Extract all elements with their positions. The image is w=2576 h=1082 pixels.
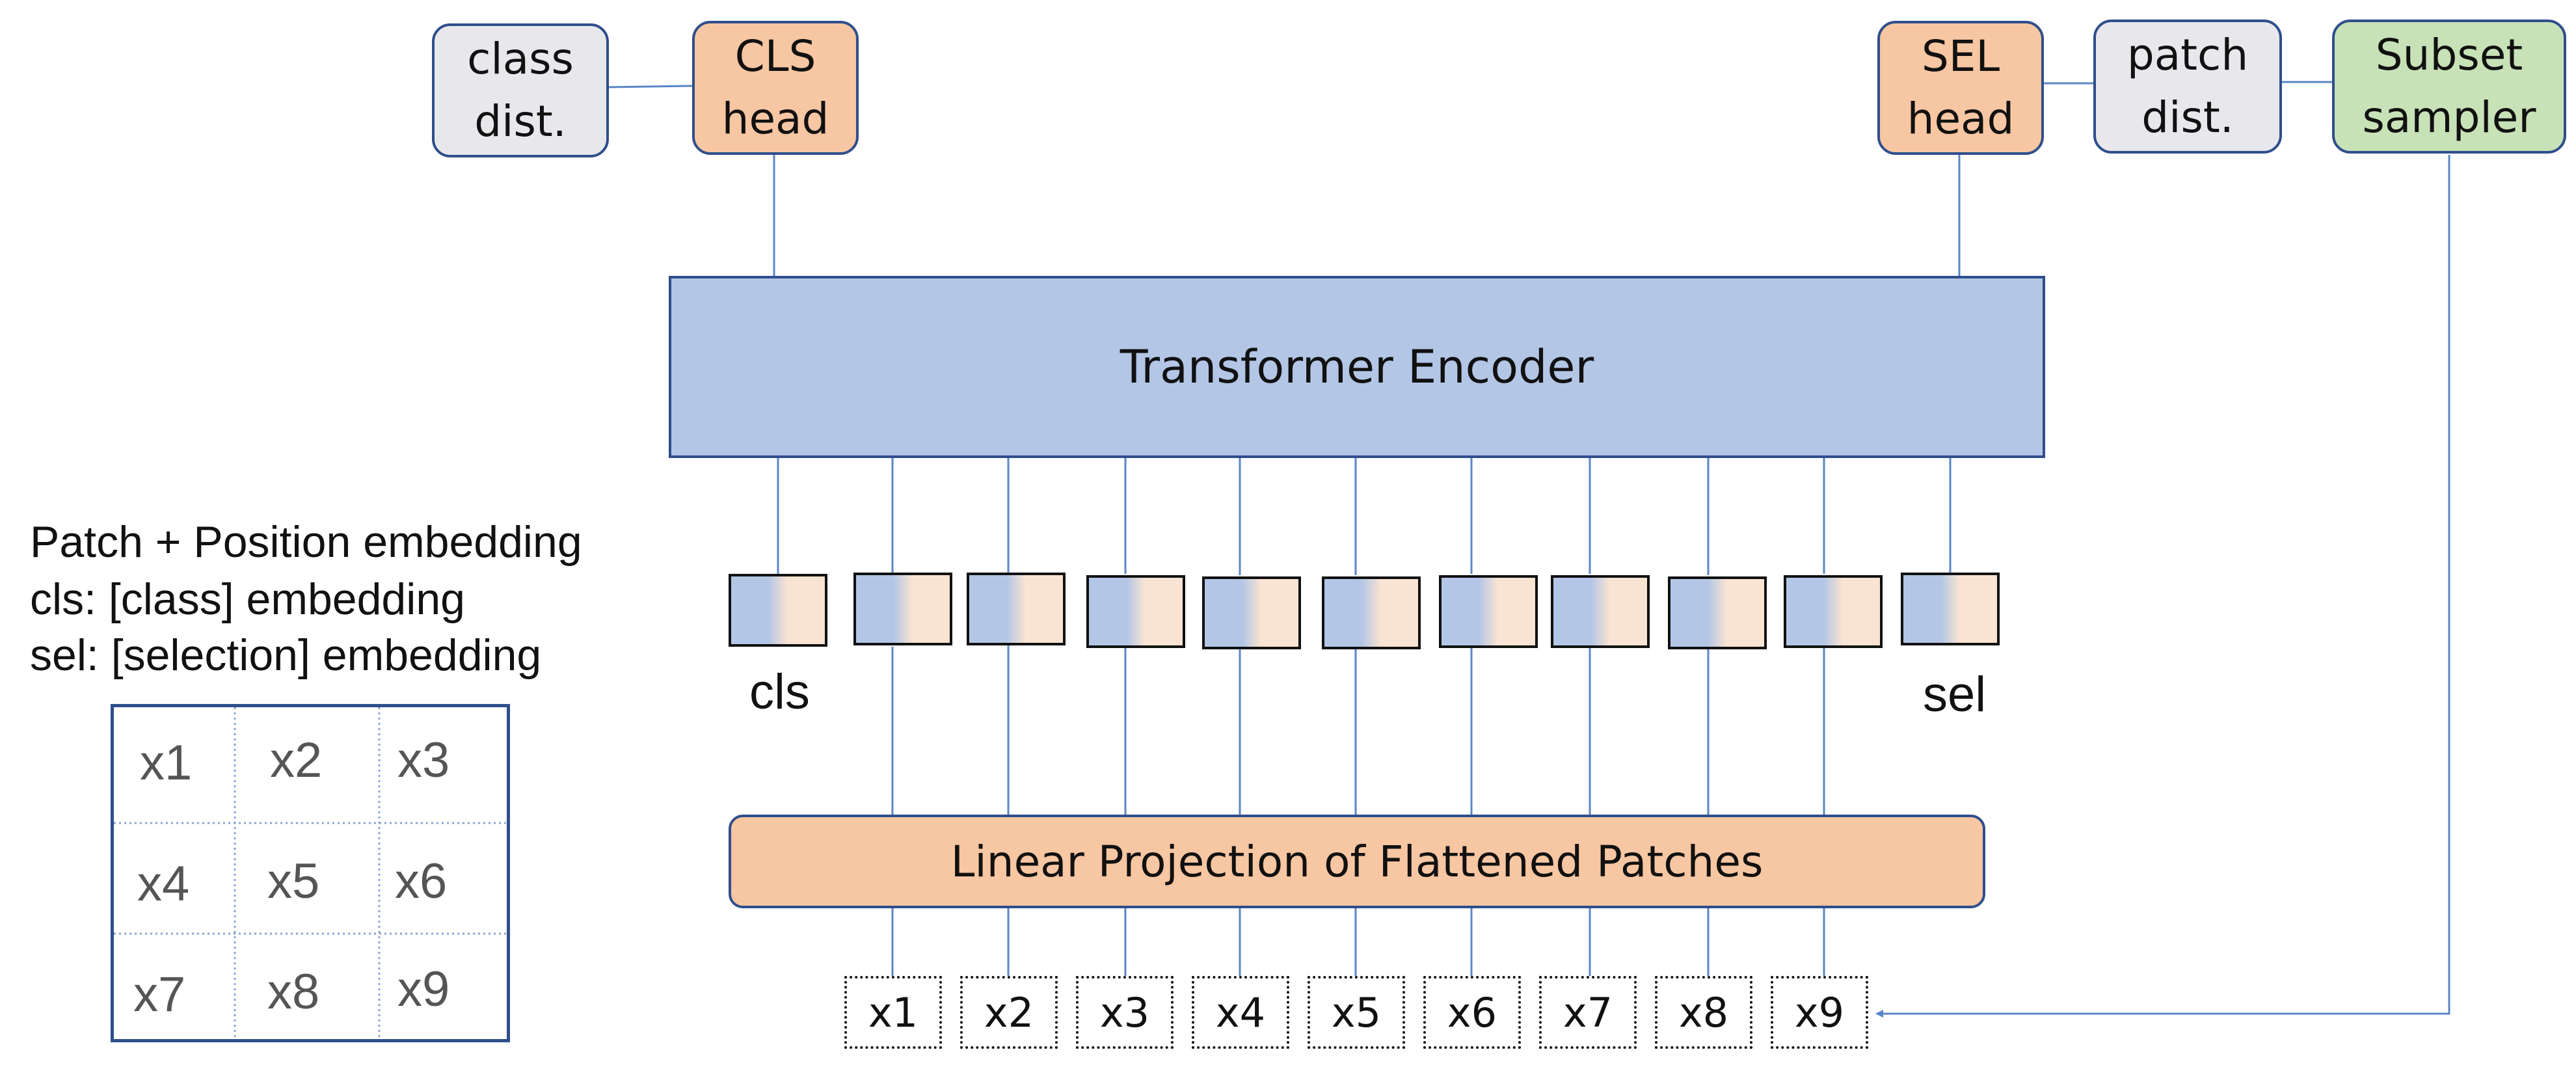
patch-token-embedding xyxy=(967,573,1066,645)
class-dist-line-2: dist. xyxy=(474,96,567,146)
class-dist-line-1: class xyxy=(467,34,574,84)
input-patch-label: x9 xyxy=(1794,988,1845,1036)
patch-dist-line-1: patch xyxy=(2127,30,2249,80)
sel-head-line-2: head xyxy=(1907,94,2015,144)
legend-line-1: Patch + Position embedding xyxy=(30,517,582,567)
cls-token-embedding xyxy=(729,574,827,647)
input-patch: x9 xyxy=(1771,976,1868,1049)
input-patch-label: x7 xyxy=(1563,988,1613,1036)
sel-head-node: SEL head xyxy=(1877,21,2044,155)
input-patch: x3 xyxy=(1076,976,1174,1049)
patch-grid: x1 x2 x3 x4 x5 x6 x7 x8 x9 xyxy=(111,704,510,1042)
class-dist-to-cls-head-line xyxy=(606,85,693,88)
class-dist-node: class dist. xyxy=(432,23,609,157)
sel-head-line-1: SEL xyxy=(1921,31,2000,81)
grid-cell: x2 xyxy=(270,733,323,788)
patch-token-embedding xyxy=(853,573,952,645)
grid-cell: x8 xyxy=(267,964,320,1020)
linear-projection-block: Linear Projection of Flattened Patches xyxy=(729,815,1985,908)
sampler-to-x9-arrow xyxy=(1875,155,2450,1018)
input-patch-label: x2 xyxy=(984,988,1034,1036)
legend-line-3: sel: [selection] embedding xyxy=(30,630,542,680)
subset-sampler-line-2: sampler xyxy=(2362,92,2536,142)
input-patch: x6 xyxy=(1423,976,1521,1049)
patch-token-embedding xyxy=(1784,575,1883,648)
patch-token-embedding xyxy=(1086,575,1185,648)
patch-token-embedding xyxy=(1439,575,1538,648)
grid-cell: x4 xyxy=(137,856,190,912)
patch-token-embedding xyxy=(1322,576,1421,649)
input-patch: x8 xyxy=(1655,976,1752,1049)
patch-token-embedding xyxy=(1668,576,1767,649)
input-patch-label: x5 xyxy=(1331,988,1382,1036)
patch-token-embedding xyxy=(1551,575,1650,648)
transformer-encoder-label: Transformer Encoder xyxy=(1120,340,1594,394)
grid-cell: x9 xyxy=(397,962,450,1017)
transformer-encoder-block: Transformer Encoder xyxy=(669,276,2045,458)
cls-token-label: cls xyxy=(749,664,810,720)
cls-head-node: CLS head xyxy=(692,21,859,155)
patch-token-embedding xyxy=(1202,576,1301,649)
subset-sampler-node: Subset sampler xyxy=(2332,20,2566,154)
cls-head-line-2: head xyxy=(721,94,829,144)
input-patch-label: x6 xyxy=(1447,988,1497,1036)
grid-cell: x7 xyxy=(133,967,186,1022)
input-patch: x1 xyxy=(844,976,942,1049)
input-patch-label: x4 xyxy=(1215,988,1266,1036)
input-patch: x2 xyxy=(960,976,1058,1049)
input-patch-label: x8 xyxy=(1678,988,1729,1036)
input-patch-label: x1 xyxy=(868,988,919,1036)
sel-token-embedding xyxy=(1901,573,2000,645)
cls-head-line-1: CLS xyxy=(734,31,816,81)
input-patch: x7 xyxy=(1539,976,1637,1049)
input-patch: x5 xyxy=(1308,976,1405,1049)
grid-cell: x3 xyxy=(397,733,450,788)
legend-line-2: cls: [class] embedding xyxy=(30,575,465,624)
patch-dist-line-2: dist. xyxy=(2141,92,2234,142)
patch-grid-dividers xyxy=(114,707,507,1039)
grid-cell: x5 xyxy=(267,854,320,909)
grid-cell: x1 xyxy=(140,735,193,791)
sel-token-label: sel xyxy=(1923,667,1987,722)
input-patch-label: x3 xyxy=(1099,988,1150,1036)
patch-dist-node: patch dist. xyxy=(2093,20,2282,154)
grid-cell: x6 xyxy=(395,854,448,909)
subset-sampler-line-1: Subset xyxy=(2375,30,2523,80)
input-patch: x4 xyxy=(1192,976,1289,1049)
linear-projection-label: Linear Projection of Flattened Patches xyxy=(950,836,1764,887)
